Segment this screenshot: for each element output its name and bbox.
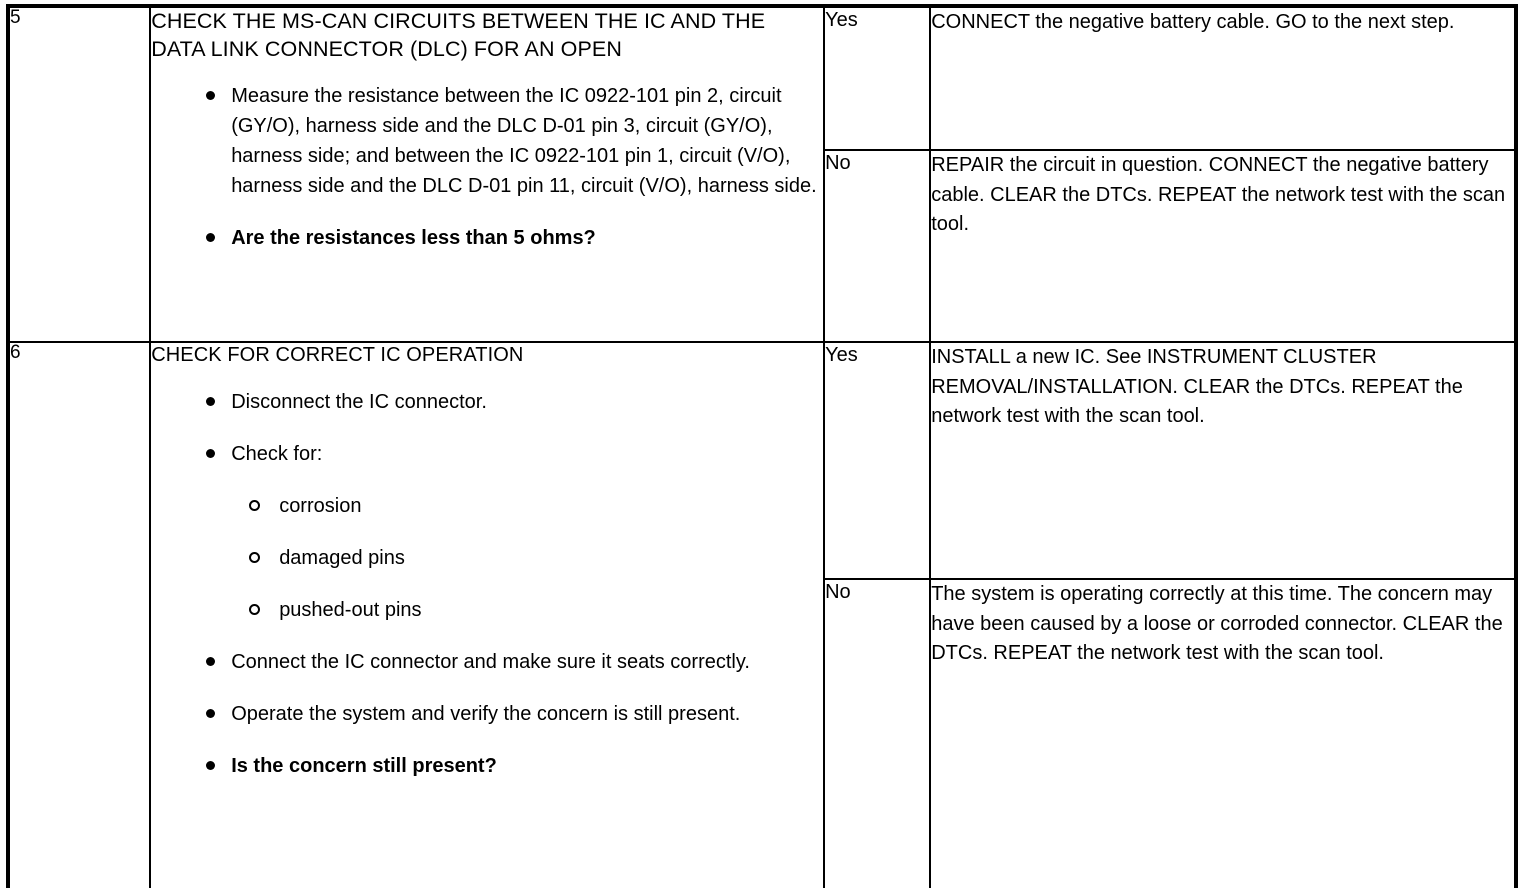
bullet-text: Measure the resistance between the IC 09… (231, 85, 817, 198)
bullet-circle-icon (249, 604, 261, 616)
action-text: INSTALL a new IC. See INSTRUMENT CLUSTER… (931, 346, 1463, 428)
bullet-text: Disconnect the IC connector. (231, 390, 487, 413)
step-number-cell-5: 5 (6, 5, 152, 343)
sub-bullet-text: corrosion (279, 494, 362, 517)
procedure-bullet-list-6: Disconnect the IC connector. Check for: … (151, 387, 823, 781)
step-number-5: 5 (10, 7, 21, 28)
pinpoint-test-table: 5 CHECK THE MS-CAN CIRCUITS BETWEEN THE … (6, 4, 1518, 888)
step-number-cell-6: 6 (6, 341, 152, 888)
table-row: 6 CHECK FOR CORRECT IC OPERATION Disconn… (6, 341, 1517, 888)
list-item: Is the concern still present? (151, 751, 823, 781)
step-number-6: 6 (10, 342, 21, 363)
list-item: Check for: corrosion damaged pins (151, 439, 823, 625)
bullet-disc-icon (206, 708, 216, 718)
question-text: Is the concern still present? (231, 754, 497, 777)
bullet-disc-icon (206, 448, 216, 458)
list-item: Disconnect the IC connector. (151, 387, 823, 417)
step-procedure-cell-6: CHECK FOR CORRECT IC OPERATION Disconnec… (149, 341, 826, 888)
action-text: The system is operating correctly at thi… (931, 583, 1503, 665)
answer-label: No (825, 152, 851, 174)
action-text: CONNECT the negative battery cable. GO t… (931, 11, 1455, 33)
answer-cell-5-no: No (823, 149, 932, 343)
table-row: 5 CHECK THE MS-CAN CIRCUITS BETWEEN THE … (6, 5, 1517, 343)
answer-cell-5-yes: Yes (823, 5, 932, 151)
bullet-text: Operate the system and verify the concer… (231, 702, 741, 725)
answer-cell-6-no: No (823, 578, 932, 888)
bullet-text: Check for: (231, 442, 323, 465)
answer-label: No (825, 581, 851, 603)
bullet-disc-icon (206, 760, 216, 770)
answer-label: Yes (825, 9, 858, 31)
action-cell-6-no: The system is operating correctly at thi… (929, 578, 1517, 888)
bullet-circle-icon (249, 500, 261, 512)
list-item: Connect the IC connector and make sure i… (151, 647, 823, 677)
question-text: Are the resistances less than 5 ohms? (231, 227, 596, 250)
list-item: Are the resistances less than 5 ohms? (151, 223, 823, 253)
bullet-text: Connect the IC connector and make sure i… (231, 650, 750, 673)
procedure-title-6: CHECK FOR CORRECT IC OPERATION (151, 344, 524, 366)
bullet-disc-icon (206, 396, 216, 406)
sub-bullet-text: pushed-out pins (279, 598, 422, 621)
procedure-sub-bullet-list-6: corrosion damaged pins pushed-out pins (231, 491, 823, 625)
action-text: REPAIR the circuit in question. CONNECT … (931, 154, 1506, 236)
answer-cell-6-yes: Yes (823, 341, 932, 580)
bullet-disc-icon (206, 233, 216, 243)
answer-label: Yes (825, 344, 858, 366)
action-cell-5-no: REPAIR the circuit in question. CONNECT … (929, 149, 1517, 343)
procedure-bullet-list-5: Measure the resistance between the IC 09… (151, 81, 823, 253)
list-item: Measure the resistance between the IC 09… (151, 81, 823, 201)
list-item: damaged pins (231, 543, 823, 573)
list-item: pushed-out pins (231, 595, 823, 625)
table-row: No The system is operating correctly at … (8, 578, 1517, 888)
list-item: corrosion (231, 491, 823, 521)
bullet-circle-icon (249, 552, 261, 564)
action-cell-6-yes: INSTALL a new IC. See INSTRUMENT CLUSTER… (929, 341, 1517, 580)
action-cell-5-yes: CONNECT the negative battery cable. GO t… (929, 5, 1517, 151)
list-item: Operate the system and verify the concer… (151, 699, 823, 729)
bullet-disc-icon (206, 91, 216, 101)
procedure-title-5: CHECK THE MS-CAN CIRCUITS BETWEEN THE IC… (151, 9, 766, 61)
bullet-disc-icon (206, 656, 216, 666)
table-row: No REPAIR the circuit in question. CONNE… (8, 149, 1517, 343)
sub-bullet-text: damaged pins (279, 546, 405, 569)
step-procedure-cell-5: CHECK THE MS-CAN CIRCUITS BETWEEN THE IC… (149, 5, 826, 343)
